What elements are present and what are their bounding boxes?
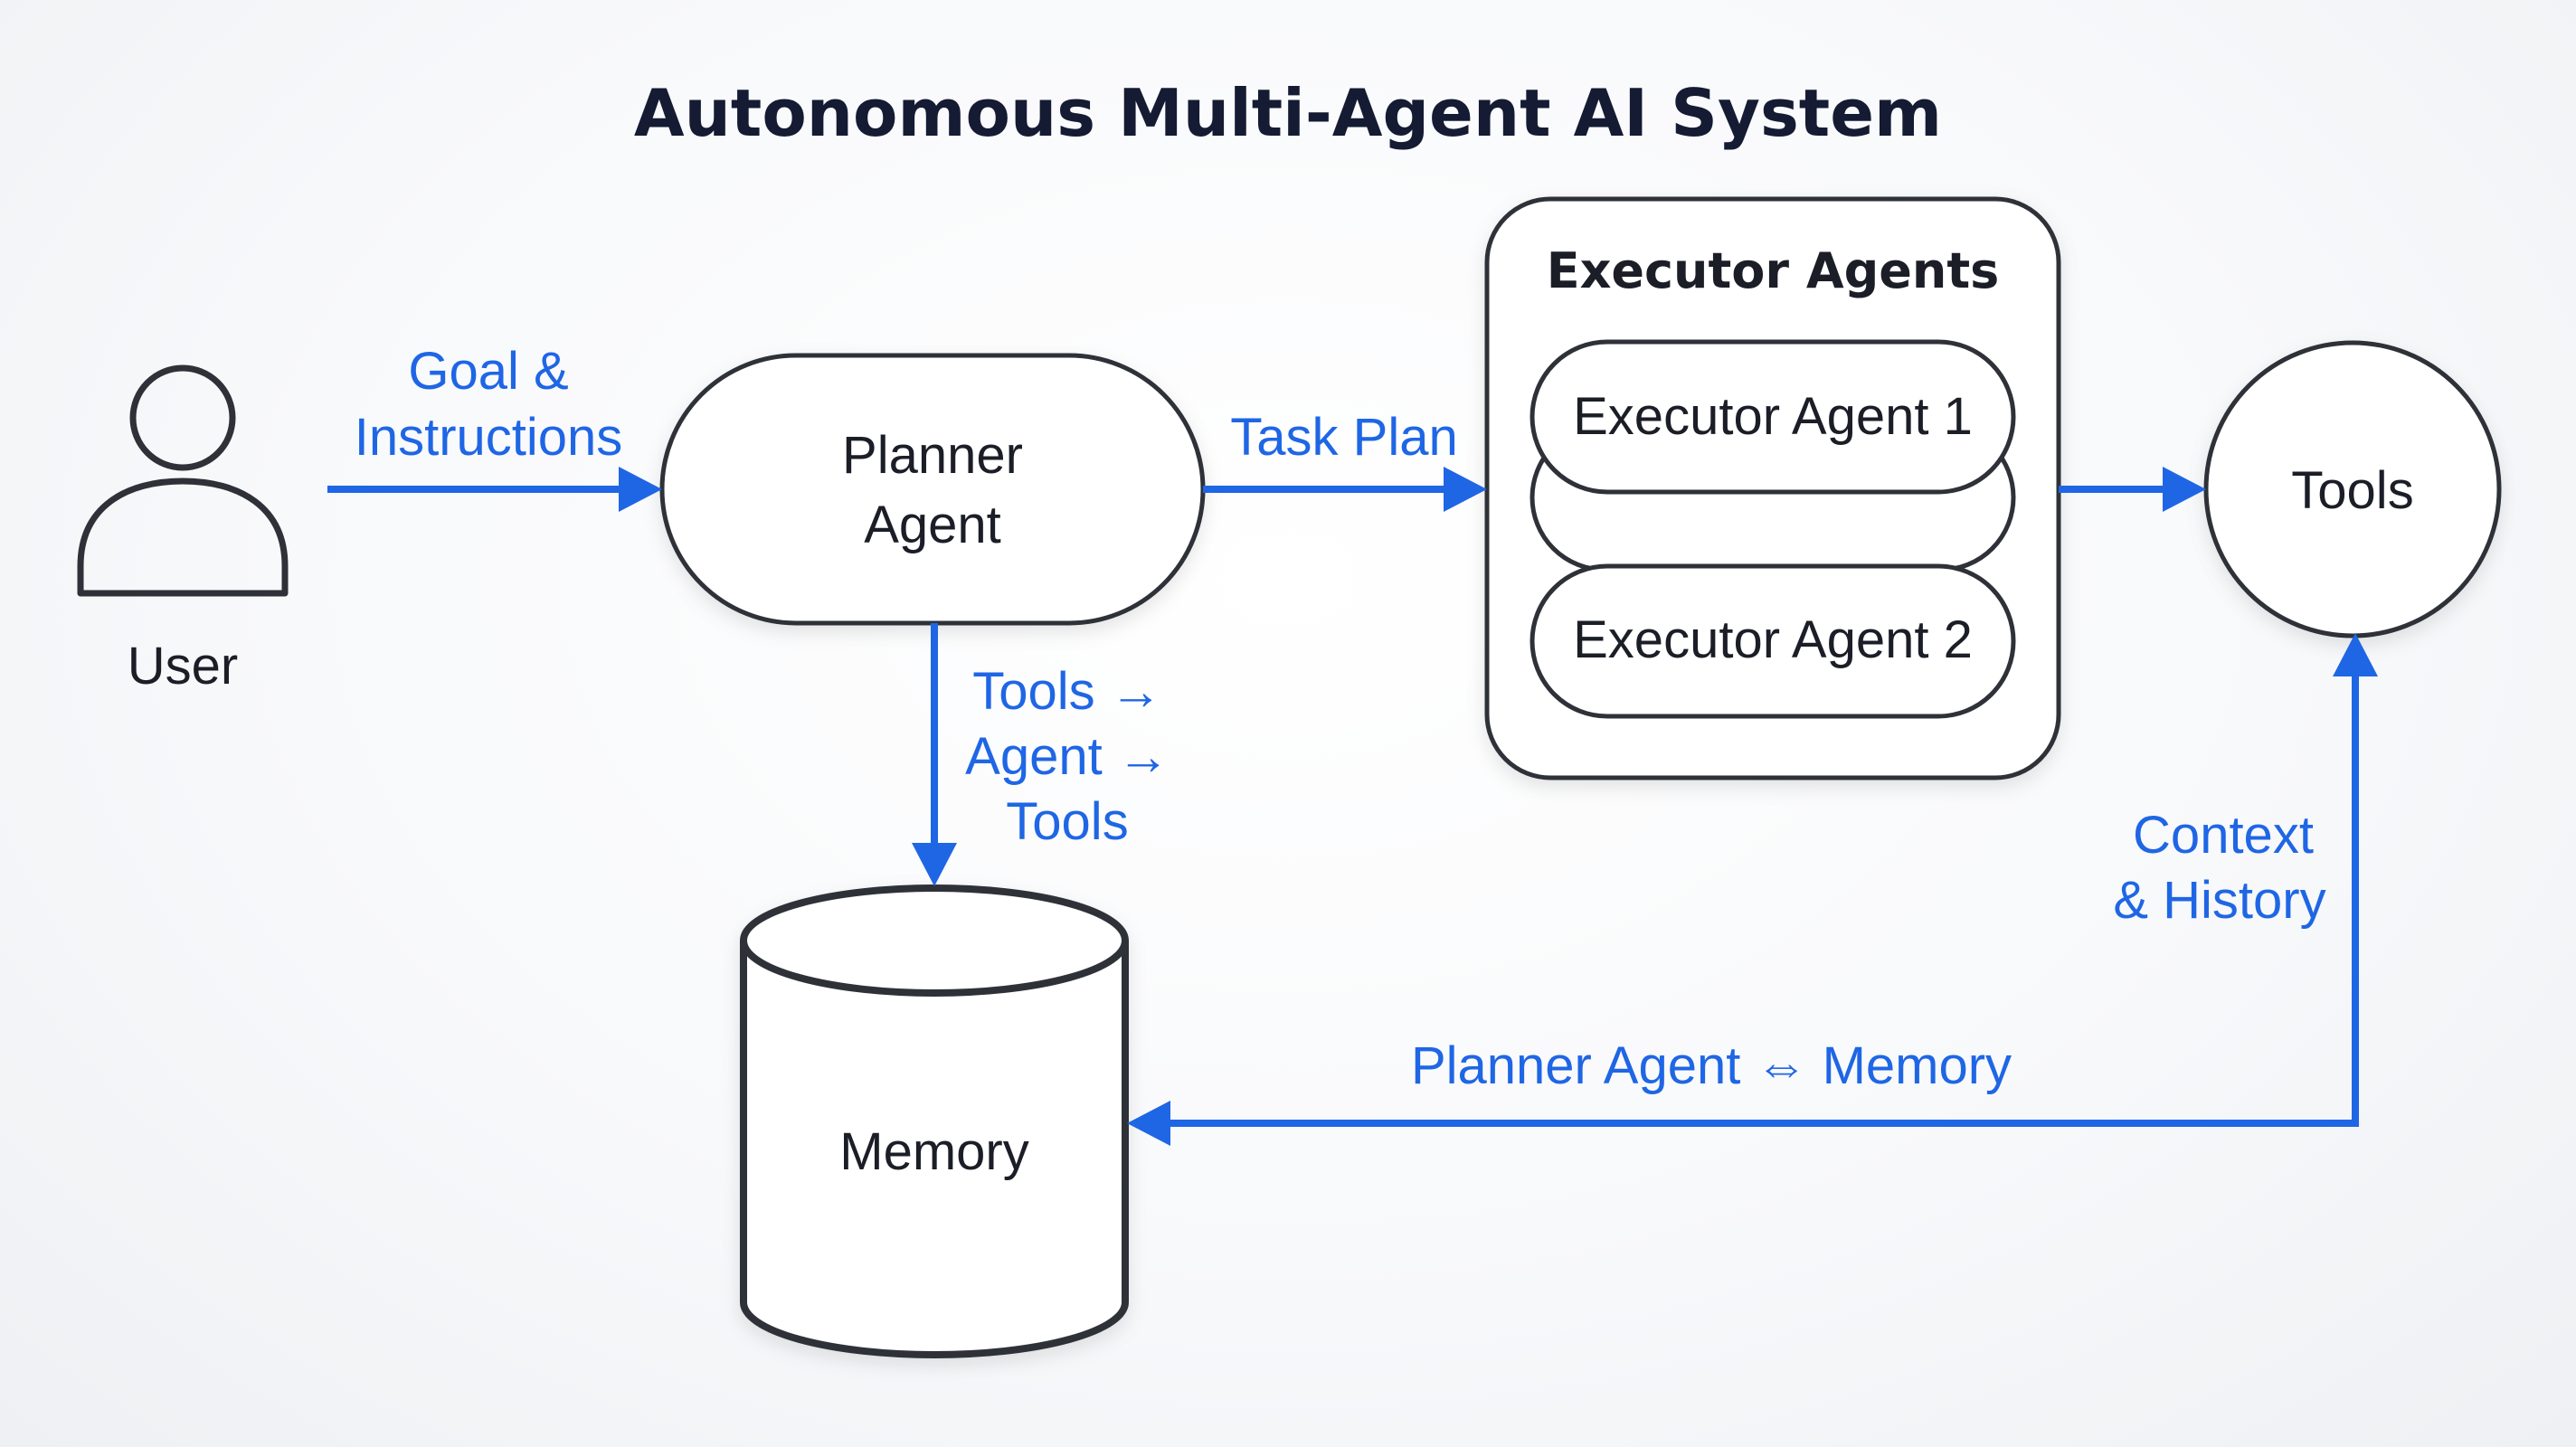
executor-agent-1-label: Executor Agent 1 <box>1573 387 1973 446</box>
edge-label-context-line2: & History <box>2113 871 2325 930</box>
edge-label-planner-memory-line2: Agent → <box>965 727 1170 786</box>
executor-agents-title: Executor Agents <box>1547 242 2000 299</box>
executor-agent-2[interactable]: Executor Agent 2 <box>1530 563 2016 719</box>
edge-user-to-planner: Goal & Instructions <box>327 342 662 512</box>
edge-label-context-line1: Context <box>2133 806 2314 865</box>
edge-label-task-plan: Task Plan <box>1230 408 1457 467</box>
edge-planner-to-memory: Tools → Agent → Tools <box>912 623 1170 886</box>
planner-agent-label-line1: Planner <box>842 426 1023 485</box>
database-cylinder-icon <box>740 884 1129 1358</box>
edge-label-goal-line1: Goal & <box>408 342 568 401</box>
arrowhead-icon <box>2333 633 2378 676</box>
executor-agent-1-shape <box>1530 339 2016 495</box>
planner-agent-label-line2: Agent <box>864 496 1001 554</box>
memory-label: Memory <box>839 1122 1028 1181</box>
edge-label-planner-memory-line1: Tools → <box>972 662 1162 721</box>
arrowhead-icon <box>2163 467 2206 512</box>
executor-agent-2-shape <box>1530 563 2016 719</box>
edge-label-memory-link: Planner Agent ⇔ Memory <box>1411 1036 2012 1095</box>
executor-agent-2-label: Executor Agent 2 <box>1573 610 1973 669</box>
edge-executors-to-tools <box>2059 467 2206 512</box>
edge-planner-to-executors: Task Plan <box>1203 408 1487 512</box>
diagram-title: Autonomous Multi-Agent AI System <box>634 75 1942 151</box>
user-node[interactable]: User <box>77 364 289 695</box>
planner-agent-node[interactable]: Planner Agent <box>659 353 1206 626</box>
arrowhead-icon <box>1127 1101 1170 1146</box>
edge-label-goal-line2: Instructions <box>355 408 623 467</box>
executor-agents-group[interactable]: Executor Agents Executor Agent 1 Executo… <box>1484 196 2061 780</box>
arrowhead-icon <box>619 467 662 512</box>
user-label: User <box>128 637 238 695</box>
tools-label: Tools <box>2291 461 2413 520</box>
planner-agent-shape <box>659 353 1206 626</box>
executor-agent-1[interactable]: Executor Agent 1 <box>1530 339 2016 495</box>
tools-node[interactable]: Tools <box>2203 340 2502 638</box>
user-icon <box>77 364 289 597</box>
arrowhead-icon <box>912 843 957 886</box>
edge-memory-tools-loop: Planner Agent ⇔ Memory Context & History <box>1127 633 2378 1146</box>
arrowhead-icon <box>1444 467 1487 512</box>
edge-label-planner-memory-line3: Tools <box>1006 792 1128 851</box>
memory-node[interactable]: Memory <box>740 884 1129 1358</box>
